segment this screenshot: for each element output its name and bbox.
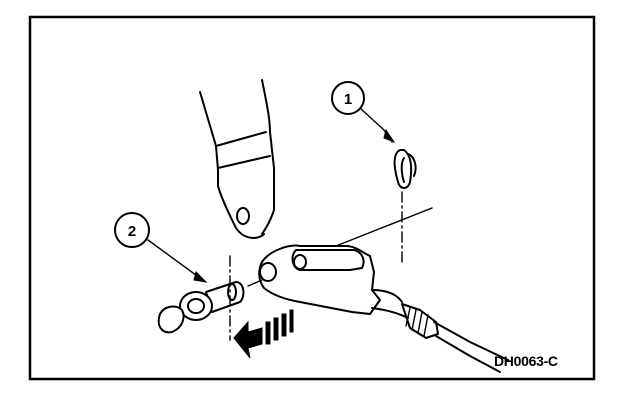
- callout-2: 2: [114, 212, 208, 283]
- pushrod-clevis: [258, 244, 409, 319]
- callout-2-number: 2: [128, 223, 136, 240]
- callout-1-number: 1: [344, 91, 352, 108]
- pedal-lever-arm: [199, 79, 275, 239]
- alignment-center-lines: [229, 191, 433, 341]
- callout-1: 1: [331, 81, 396, 144]
- figure-code: DH0063-C: [494, 353, 558, 369]
- clevis-pin: [157, 281, 245, 334]
- figure-frame: [28, 15, 596, 381]
- retaining-clip: [393, 149, 417, 189]
- installation-arrow-icon: [233, 309, 294, 359]
- threaded-rod: [401, 303, 509, 373]
